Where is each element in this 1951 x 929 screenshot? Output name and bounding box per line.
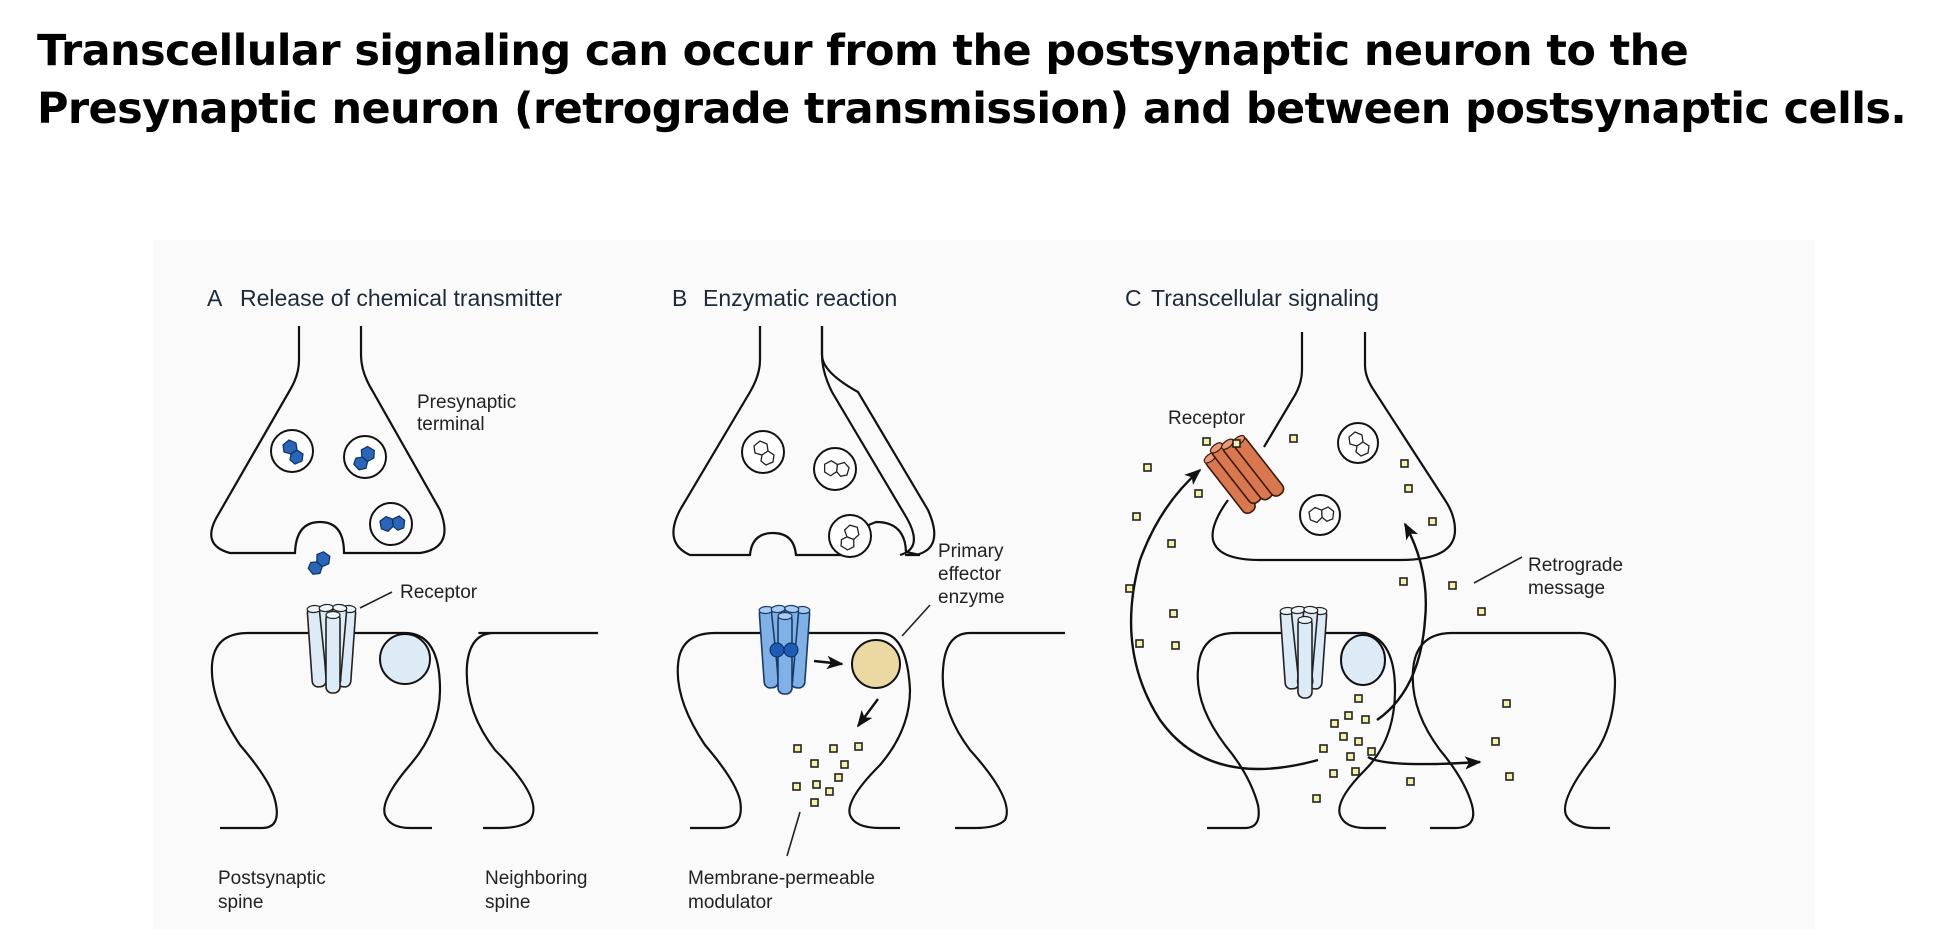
synaptic-vesicle — [1337, 422, 1379, 464]
panel-b-letter: B — [672, 285, 687, 311]
presynaptic-terminal-label-2: terminal — [417, 414, 485, 435]
panel-c-letter: C — [1125, 285, 1142, 311]
modulator-molecule — [1344, 711, 1353, 720]
modulator-molecule — [1400, 459, 1409, 468]
lateral-signal-arrow — [1367, 755, 1482, 770]
retrograde-message-label-2: message — [1528, 578, 1605, 599]
modulator-molecule — [1502, 699, 1511, 708]
modulator-molecule — [1312, 794, 1321, 803]
presynaptic-terminal-b — [672, 326, 936, 557]
modulator-molecule — [1367, 747, 1376, 756]
postsynaptic-organelle — [379, 633, 431, 685]
modulator-molecule — [1399, 577, 1408, 586]
synaptic-vesicle — [1299, 494, 1341, 536]
modulator-molecule — [1448, 581, 1457, 590]
retrograde-arrow-left — [1129, 468, 1319, 771]
panel-b: B Enzymatic reaction — [672, 285, 1065, 913]
modulator-molecule — [1135, 639, 1144, 648]
modulator-molecule — [1167, 539, 1176, 548]
modulator-molecule — [1477, 607, 1486, 616]
slide-title: Transcellular signaling can occur from t… — [37, 22, 1907, 138]
modulator-molecule — [1171, 641, 1180, 650]
modulator-molecule — [1361, 715, 1370, 724]
modulator-molecule — [1491, 737, 1500, 746]
panel-b-title: Enzymatic reaction — [703, 285, 897, 311]
panel-c: C Transcellular signaling Receptor — [1125, 285, 1623, 830]
panel-a-title: Release of chemical transmitter — [240, 285, 562, 311]
modulator-molecule — [1132, 512, 1141, 521]
modulator-molecule — [1289, 434, 1298, 443]
modulator-molecule — [1143, 463, 1152, 472]
modulator-molecule — [1428, 517, 1437, 526]
presynaptic-terminal-a — [210, 326, 446, 555]
neighboring-spine-label-2: spine — [485, 892, 530, 913]
postsynaptic-spine-label: Postsynaptic — [218, 868, 326, 889]
modulator-molecule — [1232, 439, 1241, 448]
receptor-label-c: Receptor — [1168, 408, 1246, 429]
panel-a-letter: A — [207, 285, 223, 311]
modulator-molecule — [1329, 769, 1338, 778]
slide-title-line-1: Transcellular signaling can occur from t… — [37, 26, 1689, 76]
receptor-channel-a — [306, 602, 357, 694]
modulator-molecule — [1169, 609, 1178, 618]
modulator-cluster-b — [792, 742, 863, 807]
primary-effector-enzyme — [851, 639, 901, 689]
slide-title-line-2: Presynaptic neuron (retrograde transmiss… — [37, 84, 1907, 134]
neighboring-spine-a — [465, 631, 598, 830]
modulator-molecule — [1404, 484, 1413, 493]
retrograde-message-label: Retrograde — [1528, 555, 1623, 576]
modulator-molecule — [1351, 767, 1360, 776]
synaptic-vesicle — [343, 435, 387, 479]
modulator-molecule — [1354, 694, 1363, 703]
presynaptic-terminal-c — [1211, 332, 1457, 562]
modulator-molecule — [1354, 737, 1363, 746]
panel-c-title: Transcellular signaling — [1151, 285, 1379, 311]
modulator-molecules-c — [1125, 434, 1514, 803]
membrane-permeable-modulator-label-2: modulator — [688, 892, 773, 913]
modulator-molecule — [1330, 719, 1339, 728]
panel-a: A Release of chemical transmitter Presyn… — [207, 285, 598, 913]
synaptic-vesicle — [828, 514, 872, 558]
modulator-molecule — [1406, 777, 1415, 786]
neighboring-spine-label: Neighboring — [485, 868, 587, 889]
enzyme-leader — [901, 604, 931, 637]
modulator-leader — [786, 811, 801, 857]
synaptic-vesicle — [741, 430, 785, 474]
receptor-label-a: Receptor — [400, 582, 478, 603]
synaptic-vesicle — [813, 447, 857, 491]
activation-arrow — [813, 655, 844, 670]
primary-effector-enzyme-label-2: effector — [938, 564, 1002, 585]
postsynaptic-organelle-c — [1340, 634, 1386, 686]
postsynaptic-spine-c — [1196, 631, 1397, 830]
primary-effector-enzyme-label: Primary — [938, 541, 1004, 562]
retrograde-leader — [1473, 556, 1523, 584]
postsynaptic-spine-label-2: spine — [218, 892, 263, 913]
synaptic-vesicle — [369, 502, 413, 546]
receptor-channel-b — [758, 603, 811, 695]
figure-background — [153, 240, 1815, 929]
neighboring-spine-c — [1411, 631, 1617, 830]
product-arrow — [857, 698, 879, 728]
modulator-molecule — [1125, 584, 1134, 593]
modulator-molecule — [1339, 732, 1348, 741]
presynaptic-terminal-b-edge — [820, 326, 915, 557]
modulator-molecule — [1194, 489, 1203, 498]
membrane-permeable-modulator-label: Membrane-permeable — [688, 868, 875, 889]
primary-effector-enzyme-label-3: enzyme — [938, 587, 1005, 608]
modulator-molecule — [1202, 437, 1211, 446]
receptor-leader-a — [359, 591, 393, 609]
modulator-molecule — [1346, 752, 1355, 761]
presynaptic-terminal-label: Presynaptic — [417, 392, 516, 413]
neighboring-spine-b — [941, 631, 1065, 830]
retrograde-arrow-right — [1376, 522, 1428, 721]
receptor-channel-c-post — [1279, 604, 1328, 699]
modulator-molecule — [1319, 744, 1328, 753]
modulator-molecule — [1505, 772, 1514, 781]
synaptic-vesicle — [270, 429, 314, 473]
